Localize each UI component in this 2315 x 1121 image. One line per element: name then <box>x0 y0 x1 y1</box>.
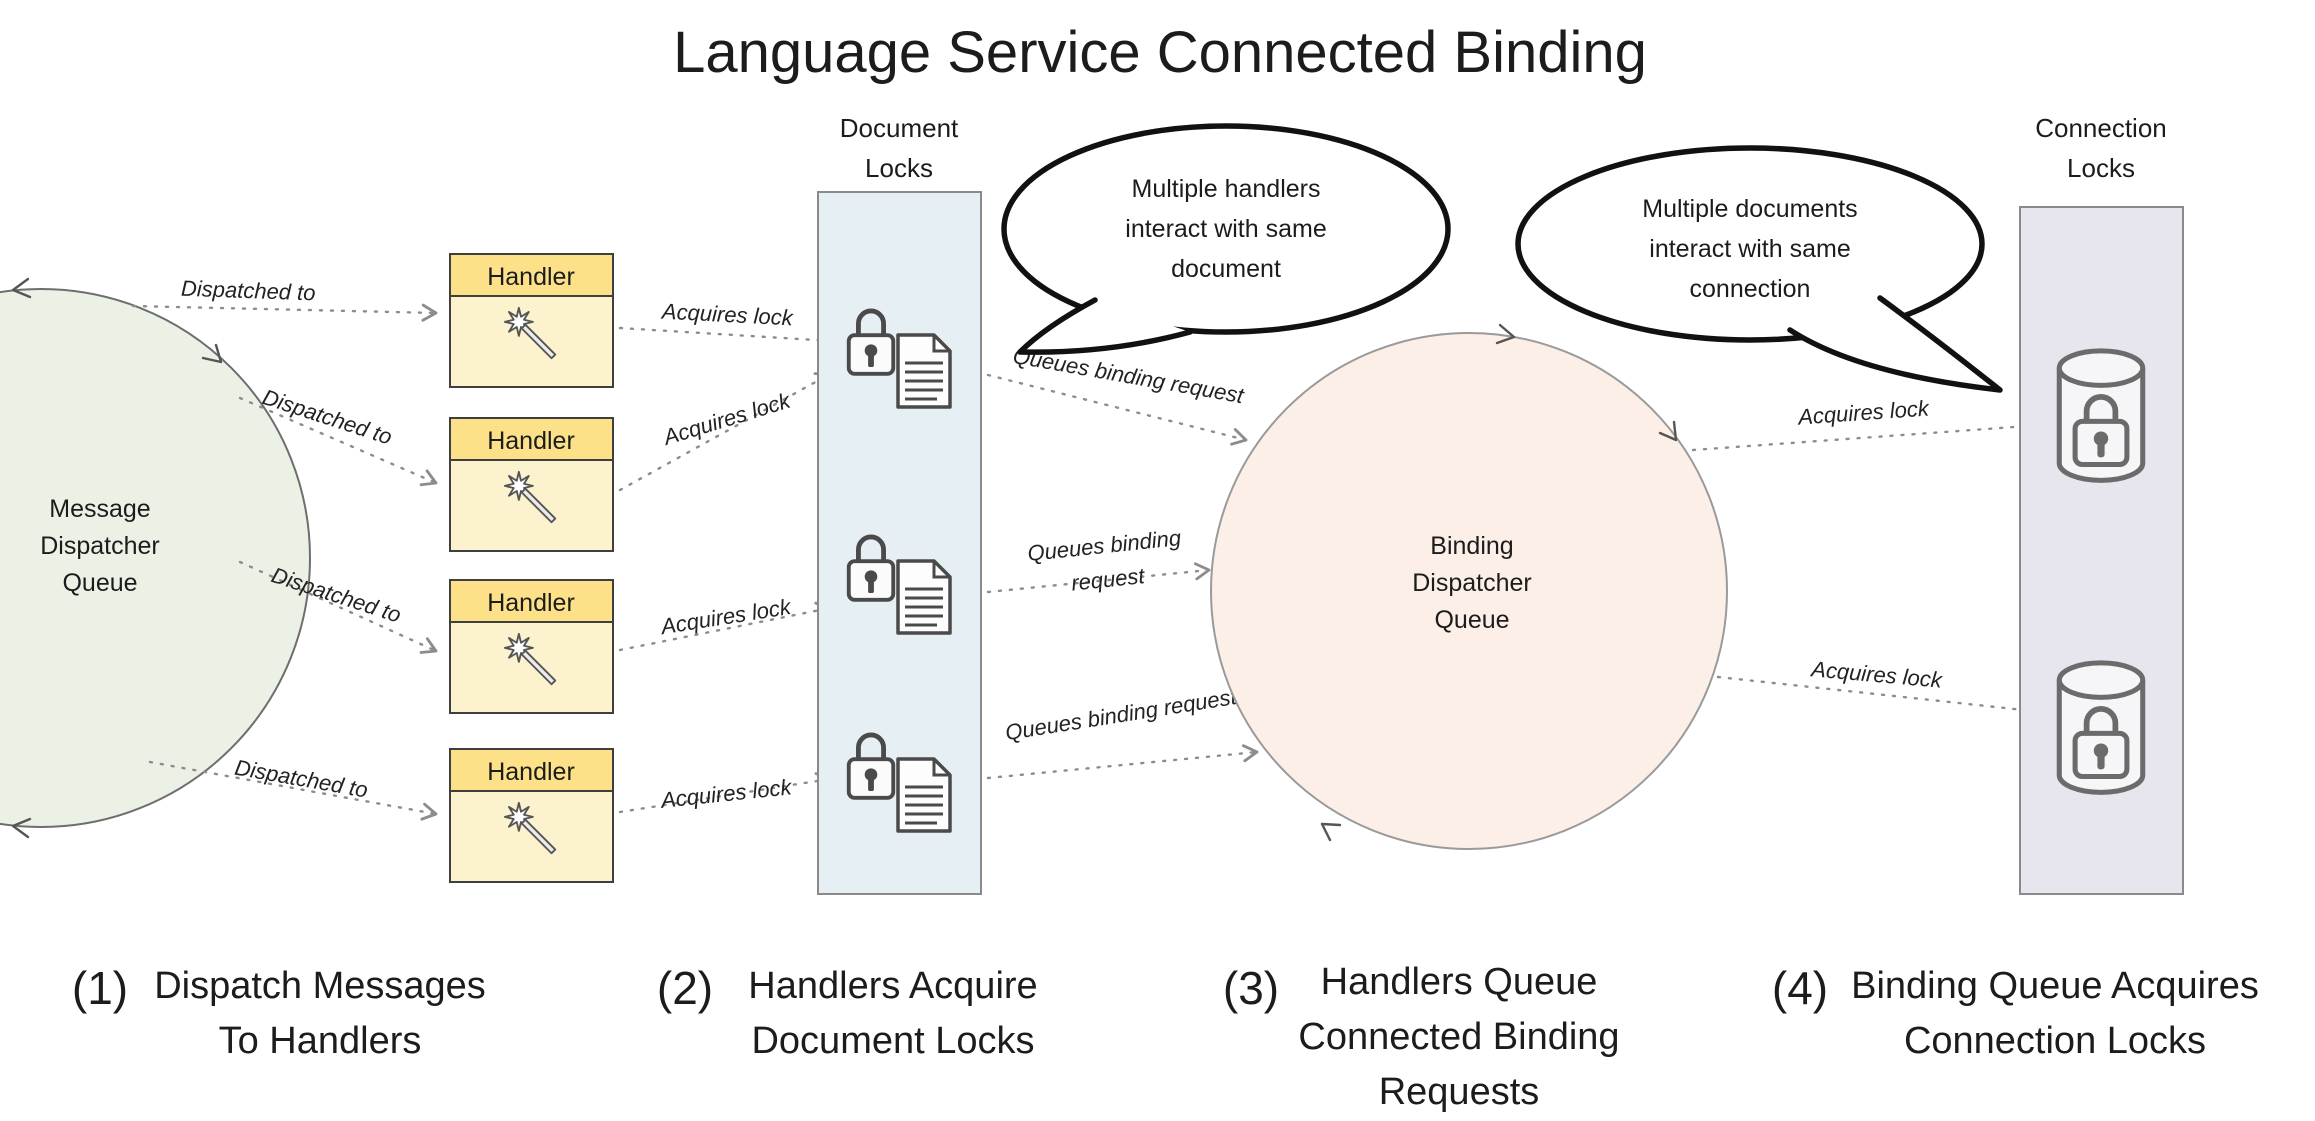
callout-text: Multiple handlers <box>1132 175 1321 203</box>
edge-label-acquires-lock-4: Acquires lock <box>658 774 794 813</box>
caption-number: (3) <box>1223 962 1279 1014</box>
message-queue-label: Dispatcher <box>40 532 160 560</box>
document-locks-label: Document <box>840 113 959 143</box>
caption-text: Dispatch Messages <box>154 965 486 1007</box>
binding-dispatcher-queue: Binding Dispatcher Queue <box>1210 323 1728 850</box>
document-locks-column: Document Locks <box>817 113 982 895</box>
handler-box-1: Handler <box>449 253 614 388</box>
connector-queues-binding-2 <box>986 562 1211 594</box>
database-lock-icon <box>2059 351 2142 480</box>
document-icon <box>896 559 952 635</box>
handler-header <box>449 748 614 792</box>
connector-conn-acquires-lock-2 <box>1716 675 2044 720</box>
connection-locks-label: Locks <box>2067 153 2135 183</box>
document-locks-label: Locks <box>865 153 933 183</box>
handler-header <box>449 417 614 461</box>
handler-box-4: Handler <box>449 748 614 883</box>
speech-bubble-ellipse <box>1001 123 1451 335</box>
handler-box-2: Handler <box>449 417 614 552</box>
speech-bubble-handlers: Multiple handlers interact with same doc… <box>1001 123 1451 355</box>
callout-text: document <box>1171 255 1281 283</box>
speech-bubble-tail-outline <box>1017 297 1193 355</box>
caption-number: (1) <box>72 962 128 1014</box>
caption-number: (4) <box>1772 962 1828 1014</box>
binding-queue-label: Queue <box>1434 606 1509 634</box>
edge-label-acquires-lock-3: Acquires lock <box>657 594 793 640</box>
connectors: Dispatched to Dispatched to Dispatched t… <box>131 276 2044 821</box>
caption-3: (3) Handlers Queue Connected Binding Req… <box>1223 961 1620 1113</box>
edge-label-queues-binding-2: Queues binding request <box>1026 525 1183 596</box>
speech-bubble-tail <box>1790 298 2000 390</box>
connector-dispatched-to-3 <box>238 560 438 654</box>
callout-text: Multiple documents <box>1642 195 1857 223</box>
caption-text: Handlers Queue <box>1321 961 1598 1003</box>
caption-text: Document Locks <box>751 1020 1034 1062</box>
caption-number: (2) <box>657 962 713 1014</box>
caption-text: Binding Queue Acquires <box>1851 965 2259 1007</box>
edge-label-line: request <box>1070 563 1146 596</box>
edge-label-line: Queues binding <box>1026 525 1183 566</box>
callout-text: connection <box>1690 275 1811 303</box>
handler-box-3: Handler <box>449 579 614 714</box>
caption-text: Connection Locks <box>1904 1020 2206 1062</box>
message-dispatcher-queue: Message Dispatcher Queue <box>0 277 311 839</box>
handler-label: Handler <box>487 589 575 617</box>
diagram-title: Language Service Connected Binding <box>673 20 1647 85</box>
edge-label-conn-acquires-lock-2: Acquires lock <box>1808 656 1943 693</box>
speech-bubble-ellipse <box>1515 145 1985 343</box>
connector-dispatched-to-2 <box>238 396 438 487</box>
connector-acquires-lock-4 <box>618 772 832 814</box>
flow-chevron <box>1320 822 1342 842</box>
flow-chevron <box>1658 420 1678 442</box>
connection-locks-label: Connection <box>2035 113 2167 143</box>
binding-queue-label: Binding <box>1430 532 1513 560</box>
connector-acquires-lock-2 <box>618 372 832 492</box>
handler-label: Handler <box>487 758 575 786</box>
caption-text: Requests <box>1379 1071 1540 1113</box>
document-icon <box>896 757 952 833</box>
edge-label-acquires-lock-2: Acquires lock <box>659 387 794 450</box>
callout-text: interact with same <box>1649 235 1850 263</box>
edge-label-conn-acquires-lock-1: Acquires lock <box>1795 395 1930 429</box>
caption-text: To Handlers <box>219 1020 422 1062</box>
handler-label: Handler <box>487 263 575 291</box>
handler-label: Handler <box>487 427 575 455</box>
caption-4: (4) Binding Queue Acquires Connection Lo… <box>1772 962 2259 1062</box>
caption-2: (2) Handlers Acquire Document Locks <box>657 962 1038 1062</box>
caption-text: Handlers Acquire <box>748 965 1037 1007</box>
edge-label-dispatched-to-1: Dispatched to <box>181 276 316 306</box>
caption-text: Connected Binding <box>1298 1016 1619 1058</box>
message-queue-label: Message <box>49 495 150 523</box>
document-icon <box>896 333 952 409</box>
connector-dispatched-to-4 <box>148 760 438 821</box>
flow-chevron <box>1495 323 1516 345</box>
database-lock-icon <box>2059 663 2142 792</box>
connection-locks-column: Connection Locks <box>2019 113 2184 895</box>
speech-bubble-documents: Multiple documents interact with same co… <box>1515 145 2003 393</box>
message-queue-label: Queue <box>62 569 137 597</box>
binding-queue-circle <box>1210 332 1728 850</box>
speech-bubble-tail-outline <box>1787 295 2003 393</box>
connector-acquires-lock-1 <box>618 326 834 350</box>
callout-text: interact with same <box>1125 215 1326 243</box>
flow-chevron <box>11 277 32 299</box>
flow-chevron <box>201 343 223 364</box>
connector-acquires-lock-3 <box>618 601 832 652</box>
message-queue-circle <box>0 288 311 828</box>
connector-conn-acquires-lock-1 <box>1691 416 2044 452</box>
connector-dispatched-to-1 <box>131 303 438 322</box>
connector-queues-binding-1 <box>986 373 1248 446</box>
handler-header <box>449 579 614 623</box>
binding-queue-label: Dispatcher <box>1412 569 1532 597</box>
edge-label-dispatched-to-4: Dispatched to <box>233 755 370 803</box>
caption-1: (1) Dispatch Messages To Handlers <box>72 962 486 1062</box>
edge-label-acquires-lock-1: Acquires lock <box>659 298 794 330</box>
connector-queues-binding-3 <box>986 744 1259 780</box>
flow-chevron <box>11 817 32 839</box>
edge-label-queues-binding-3: Queues binding request <box>1003 684 1239 745</box>
handler-header <box>449 253 614 297</box>
